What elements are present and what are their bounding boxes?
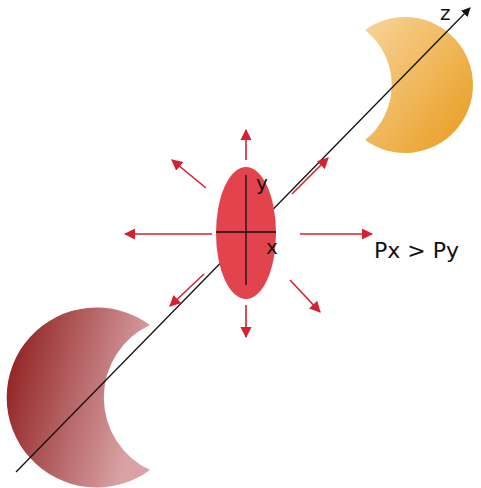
axis-label: z <box>440 3 451 23</box>
nucleus-orange <box>365 17 473 153</box>
axis-label: x <box>266 237 278 257</box>
fireball-ellipse: yx <box>216 167 276 299</box>
nucleus-dark-red <box>7 308 150 488</box>
axis-label: y <box>256 173 268 193</box>
flow-arrows <box>125 130 372 337</box>
momentum-note: Px > Py <box>374 240 459 262</box>
beam-axis <box>16 8 470 472</box>
